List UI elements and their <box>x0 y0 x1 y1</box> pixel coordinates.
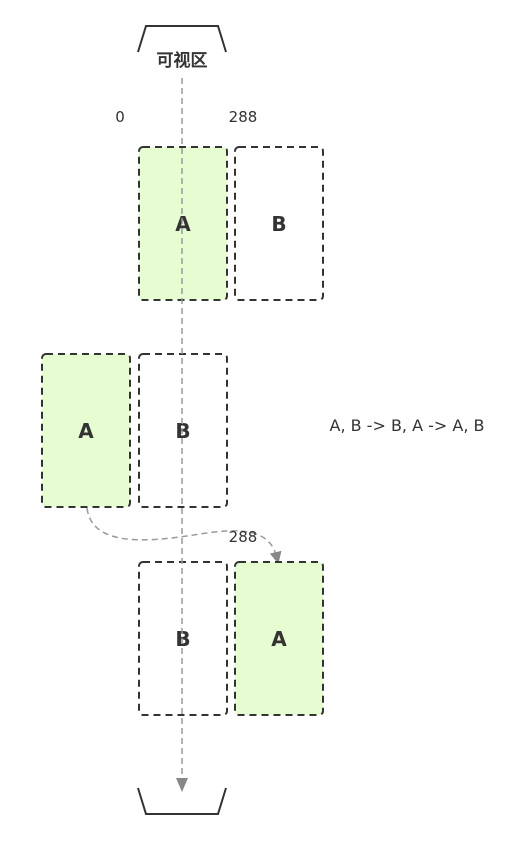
sequence-note: A, B -> B, A -> A, B <box>330 416 485 435</box>
row3-box-b-label: B <box>175 627 190 651</box>
row1-box-b-label: B <box>271 212 286 236</box>
row1-box-a-label: A <box>175 212 191 236</box>
viewport-axis-arrowhead <box>176 778 188 792</box>
offset-start-label: 0 <box>115 108 125 126</box>
row2-box-b-label: B <box>175 419 190 443</box>
transition-arrow <box>86 507 282 564</box>
viewport-title: 可视区 <box>157 50 208 71</box>
row2-box-a-label: A <box>78 419 94 443</box>
transition-offset-label: 288 <box>229 528 258 546</box>
row1-box-a <box>138 146 228 301</box>
viewport-top-bracket <box>137 25 227 53</box>
row1-box-b <box>234 146 324 301</box>
offset-end-label: 288 <box>229 108 258 126</box>
row3-box-a-label: A <box>271 627 287 651</box>
row2-box-a <box>41 353 131 508</box>
row3-box-a <box>234 561 324 716</box>
viewport-bottom-bracket <box>137 787 227 815</box>
row2-box-b <box>138 353 228 508</box>
row3-box-b <box>138 561 228 716</box>
